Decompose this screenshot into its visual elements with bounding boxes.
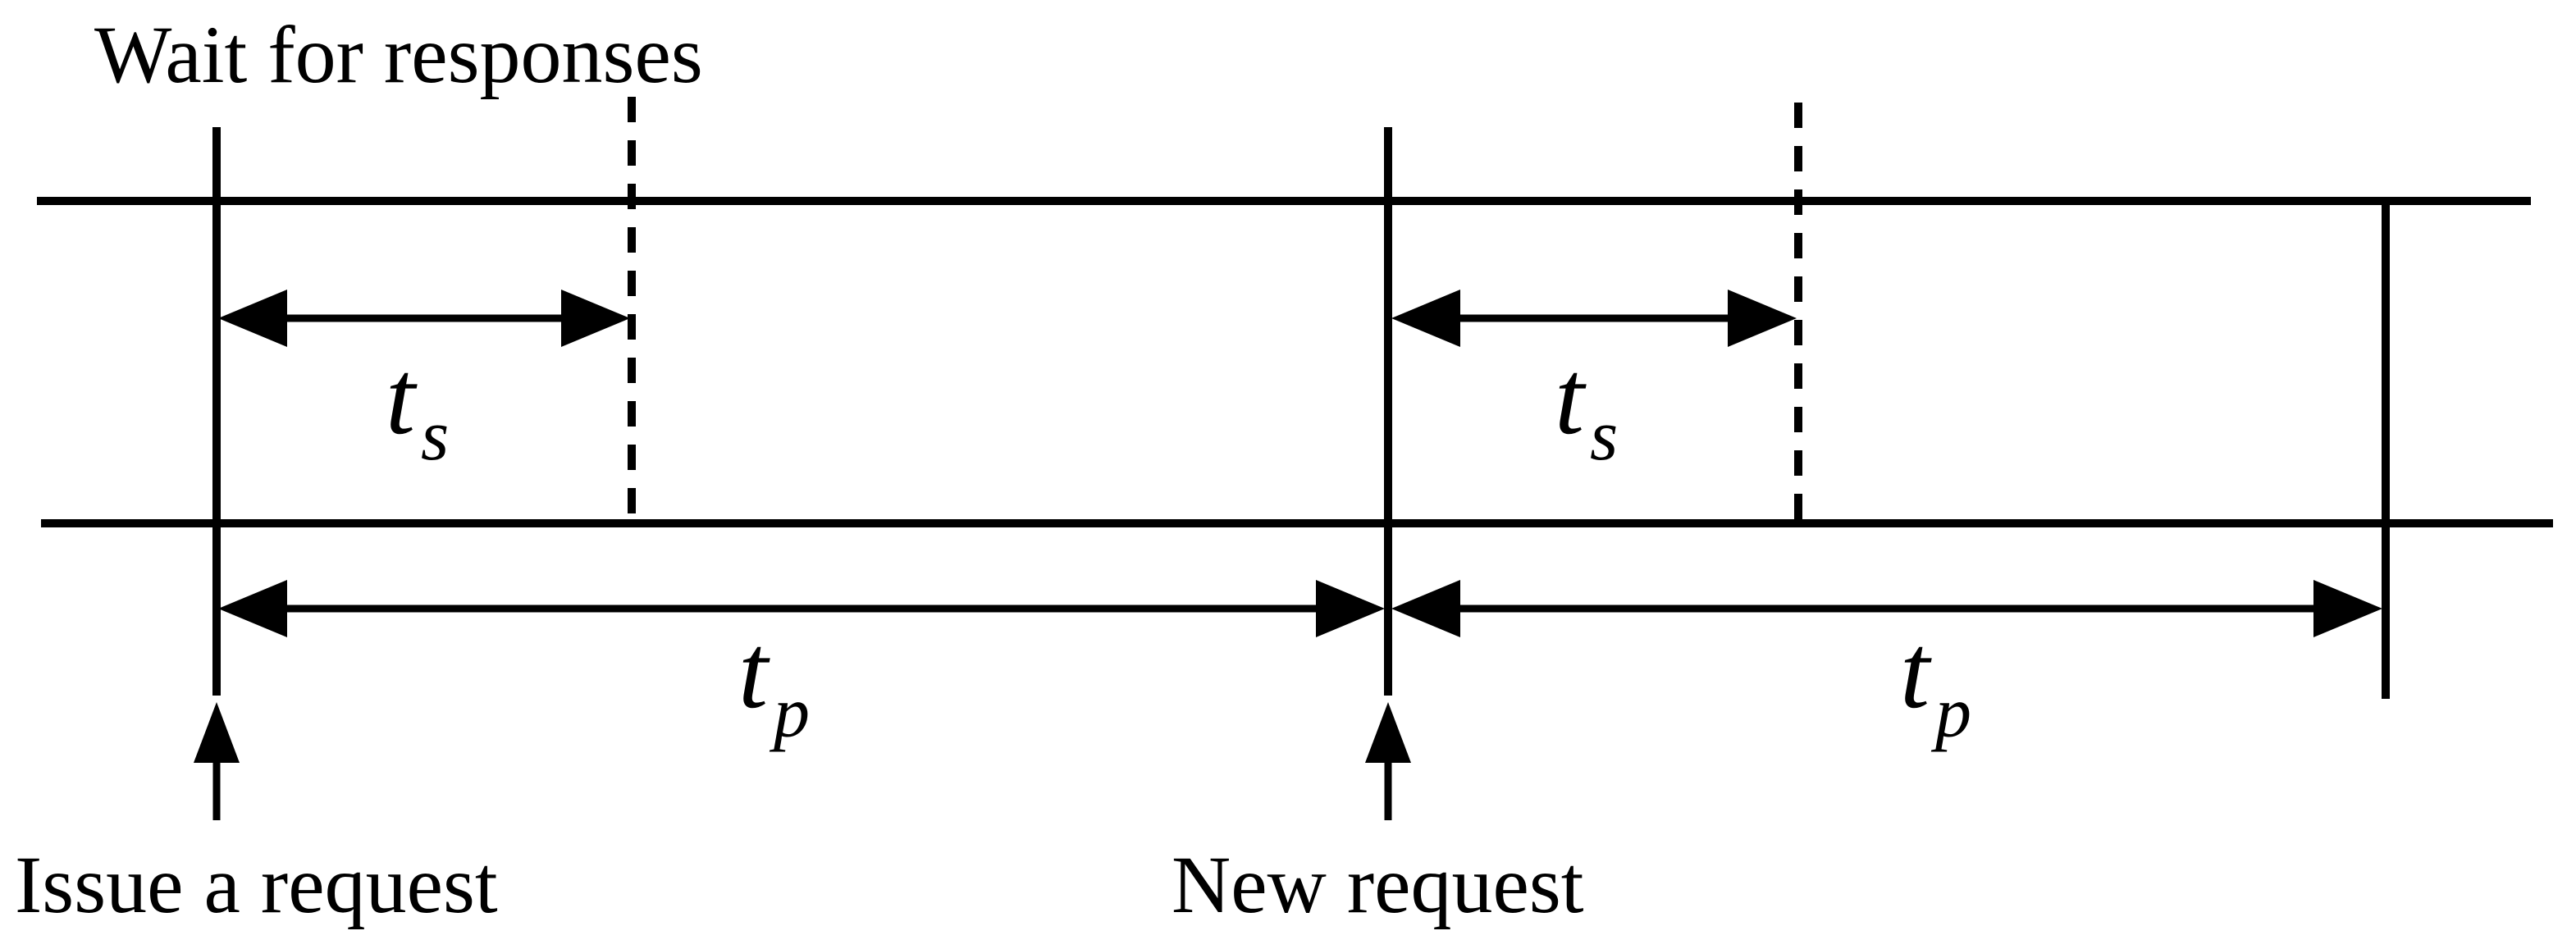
wait-for-responses-label: Wait for responses <box>94 9 703 100</box>
service-time-label-1: t s <box>386 339 449 476</box>
arrowhead-right-icon <box>1728 290 1797 347</box>
arrowhead-up-icon <box>1365 702 1411 763</box>
new-request-pointer-arrow <box>1365 702 1411 820</box>
request-period-label-1: t p <box>738 613 810 753</box>
arrowhead-left-icon <box>218 580 287 637</box>
service-time-arrow-2 <box>1391 290 1797 347</box>
issue-a-request-label: Issue a request <box>15 839 498 930</box>
duration-variable-subscript: s <box>421 396 449 476</box>
duration-variable-subscript: p <box>769 673 810 753</box>
request-period-arrow-1 <box>218 580 1385 637</box>
arrowhead-right-icon <box>561 290 630 347</box>
duration-variable-subscript: s <box>1590 396 1618 476</box>
arrowhead-left-icon <box>218 290 287 347</box>
request-period-arrow-2 <box>1391 580 2382 637</box>
arrowhead-up-icon <box>194 702 240 763</box>
arrowhead-left-icon <box>1391 290 1460 347</box>
arrowhead-left-icon <box>1391 580 1460 637</box>
request-period-label-2: t p <box>1900 613 1971 753</box>
service-time-arrow-1 <box>218 290 630 347</box>
new-request-label: New request <box>1172 839 1584 930</box>
arrowhead-right-icon <box>2313 580 2382 637</box>
duration-variable: t <box>1555 339 1587 457</box>
duration-variable: t <box>386 339 418 457</box>
duration-variable: t <box>738 613 770 731</box>
service-time-label-2: t s <box>1555 339 1618 476</box>
duration-variable: t <box>1900 613 1932 731</box>
arrowhead-right-icon <box>1316 580 1385 637</box>
duration-variable-subscript: p <box>1930 673 1971 753</box>
issue-request-pointer-arrow <box>194 702 240 820</box>
